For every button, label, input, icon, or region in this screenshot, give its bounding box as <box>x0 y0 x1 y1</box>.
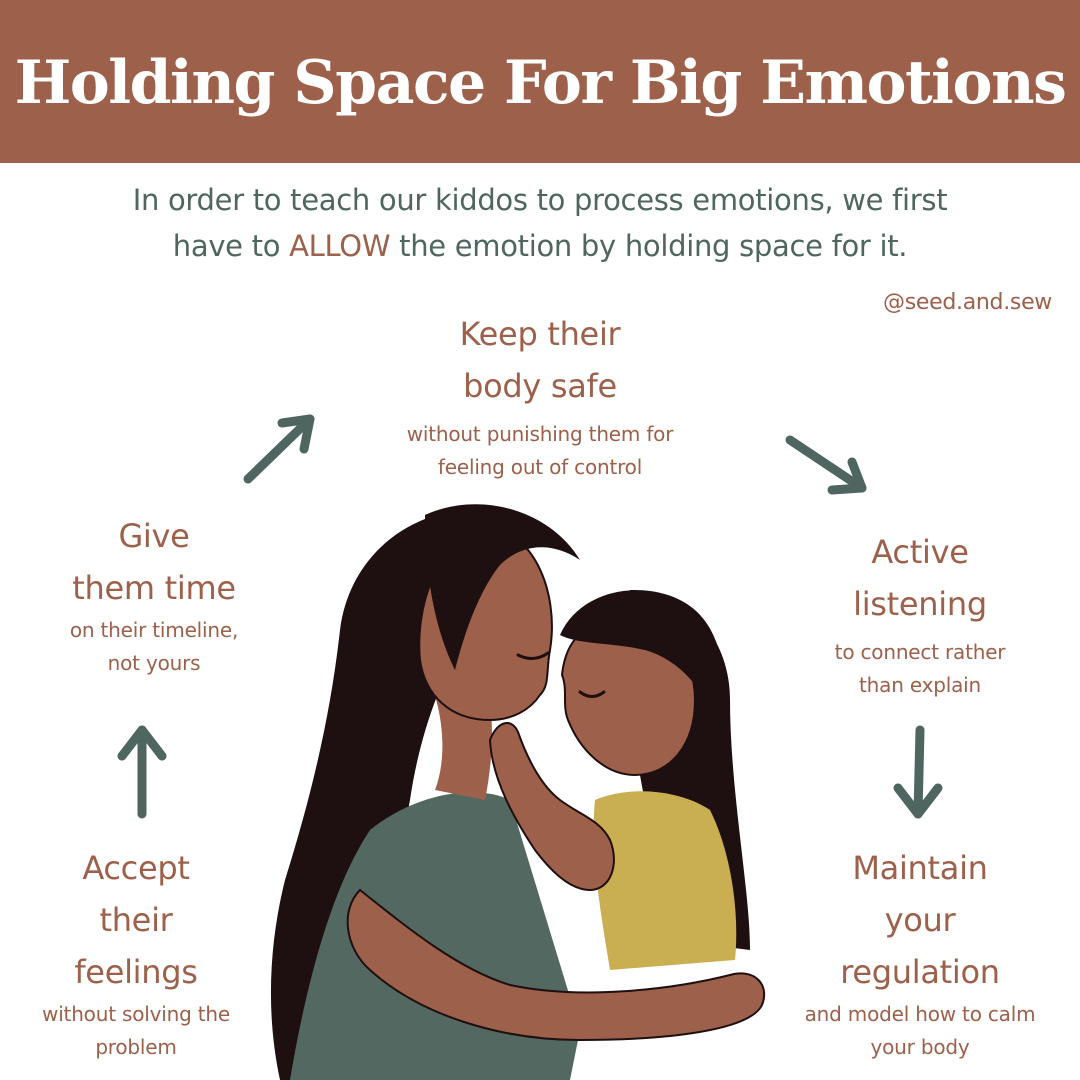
intro-line-2-start: have to <box>172 229 290 263</box>
step-desc-line: without solving the <box>42 1002 230 1026</box>
step-desc-line: to connect rather <box>834 640 1006 664</box>
step-title-line: their <box>99 901 173 939</box>
mother-arm <box>346 888 766 1042</box>
arrow-up-right-icon <box>243 414 315 484</box>
step-desc-line: than explain <box>859 673 981 697</box>
step-title-line: Keep their <box>459 315 621 353</box>
step-desc-line: and model how to calm <box>804 1002 1036 1026</box>
arrow-down-right-icon <box>785 435 867 495</box>
step-desc-line: feeling out of control <box>437 455 643 479</box>
page-title: Holding Space For Big Emotions <box>14 48 1067 118</box>
daughter-closed-eye <box>578 690 606 698</box>
mother-closed-eye <box>516 651 550 660</box>
step-description: to connect rather than explain <box>790 636 1050 702</box>
intro-line-2: have to ALLOW the emotion by holding spa… <box>40 223 1040 269</box>
step-desc-line: without punishing them for <box>406 422 674 446</box>
step-description: without solving the problem <box>20 998 252 1064</box>
mother-daughter-illustration <box>270 504 766 1080</box>
step-accept-feelings: Accept their feelings without solving th… <box>20 842 252 1064</box>
title-banner: Holding Space For Big Emotions <box>0 0 1080 163</box>
intro-line-2-end: the emotion by holding space for it. <box>390 229 908 263</box>
step-active-listening: Active listening to connect rather than … <box>790 526 1050 702</box>
step-title: Give them time <box>40 510 268 614</box>
step-give-them-time: Give them time on their timeline, not yo… <box>40 510 268 680</box>
step-title-line: feelings <box>74 953 198 991</box>
mother-hair-front <box>425 504 580 670</box>
step-title-line: Accept <box>82 849 190 887</box>
step-title-line: Maintain <box>852 849 988 887</box>
intro-allow-emphasis: ALLOW <box>289 229 391 263</box>
step-title-line: listening <box>853 585 987 623</box>
step-title: Active listening <box>790 526 1050 630</box>
step-desc-line: your body <box>870 1035 970 1059</box>
step-title-line: them time <box>72 569 236 607</box>
intro-line-1: In order to teach our kiddos to process … <box>132 183 948 217</box>
step-description: and model how to calm your body <box>770 998 1070 1064</box>
step-title-line: regulation <box>840 953 1000 991</box>
arrow-up-icon <box>117 725 167 819</box>
daughter-arm <box>488 722 615 892</box>
step-desc-line: on their timeline, <box>69 618 239 642</box>
step-title: Maintain your regulation <box>770 842 1070 998</box>
step-keep-body-safe: Keep their body safe without punishing t… <box>365 308 715 484</box>
step-title: Accept their feelings <box>20 842 252 998</box>
step-description: on their timeline, not yours <box>40 614 268 680</box>
arrow-down-icon <box>893 725 943 819</box>
step-title: Keep their body safe <box>365 308 715 412</box>
step-description: without punishing them for feeling out o… <box>365 418 715 484</box>
daughter-dress <box>593 791 737 970</box>
step-maintain-regulation: Maintain your regulation and model how t… <box>770 842 1070 1064</box>
step-title-line: body safe <box>463 367 617 405</box>
daughter-hair-front <box>560 590 724 730</box>
social-handle: @seed.and.sew <box>883 290 1052 315</box>
step-title-line: Active <box>871 533 969 571</box>
step-title-line: Give <box>118 517 190 555</box>
intro-text: In order to teach our kiddos to process … <box>40 177 1040 269</box>
step-desc-line: problem <box>95 1035 177 1059</box>
step-title-line: your <box>884 901 956 939</box>
step-desc-line: not yours <box>107 651 201 675</box>
